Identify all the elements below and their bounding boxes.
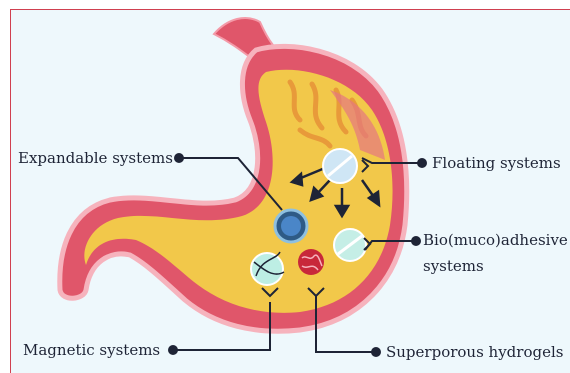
magnetic-dot	[168, 345, 178, 355]
bioadhesive-dot	[411, 236, 421, 246]
label-bioadhesive-systems-line1: Bio(muco)adhesive	[423, 232, 568, 249]
label-superporous-hydrogels: Superporous hydrogels	[386, 344, 563, 361]
expandable-dot	[174, 153, 184, 163]
label-magnetic-systems: Magnetic systems	[23, 342, 160, 359]
superporous-dot	[371, 347, 381, 357]
expandable-tablet	[275, 210, 307, 242]
floating-tablet	[323, 149, 357, 183]
hydrogel-particle	[298, 249, 324, 275]
floating-dot	[417, 158, 427, 168]
label-expandable-systems: Expandable systems	[18, 150, 173, 167]
label-bioadhesive-systems-line2: systems	[423, 258, 484, 275]
label-floating-systems: Floating systems	[432, 155, 561, 172]
bioadhesive-tablet	[334, 229, 366, 261]
